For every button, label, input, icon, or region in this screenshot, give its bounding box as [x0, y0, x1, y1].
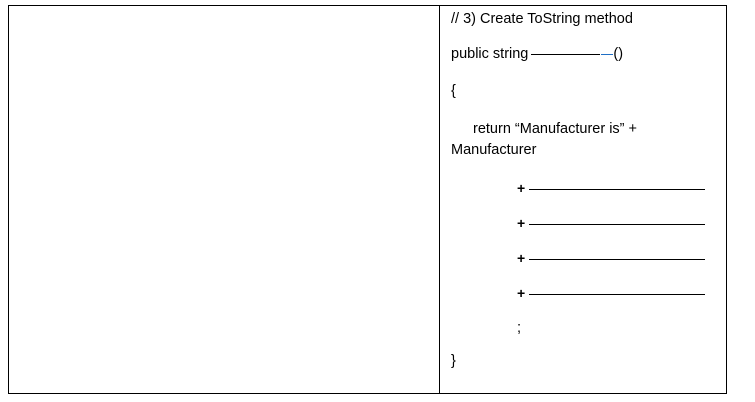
plus-operator-2: + — [517, 215, 526, 231]
table-cell-left-empty[interactable] — [9, 6, 440, 393]
code-line-concat-3: + — [451, 251, 731, 267]
code-block: // 3) Create ToString method public stri… — [440, 6, 726, 368]
concat-blank-rule-1[interactable] — [529, 189, 706, 190]
code-line-return-statement: return “Manufacturer is” + Manufacturer — [451, 119, 713, 161]
concat-blank-rule-4[interactable] — [529, 294, 706, 295]
semicolon-text: ; — [517, 320, 522, 336]
table-cell-right-code[interactable]: // 3) Create ToString method public stri… — [440, 6, 726, 393]
plus-operator-3: + — [517, 250, 526, 266]
worksheet-table: // 3) Create ToString method public stri… — [8, 5, 727, 394]
concat-blank-rule-2[interactable] — [529, 224, 706, 225]
signature-suffix: () — [613, 46, 624, 62]
code-line-open-brace: { — [451, 83, 456, 99]
code-line-concat-1: + — [451, 181, 731, 197]
code-line-close-brace: } — [451, 353, 456, 369]
return-statement-text: return “Manufacturer is” + Manufacturer — [451, 121, 637, 159]
signature-prefix: public string — [451, 46, 529, 62]
code-line-comment: // 3) Create ToString method — [451, 11, 633, 27]
code-line-concat-2: + — [451, 216, 731, 232]
code-line-method-signature: public string () — [451, 47, 741, 62]
signature-blank-rule-hyperlink-segment[interactable] — [601, 54, 614, 55]
plus-operator-1: + — [517, 180, 526, 196]
plus-operator-4: + — [517, 285, 526, 301]
code-line-semicolon: ; — [451, 321, 731, 336]
code-line-concat-4: + — [451, 286, 731, 302]
concat-blank-rule-3[interactable] — [529, 259, 706, 260]
signature-blank-rule[interactable] — [531, 54, 601, 55]
